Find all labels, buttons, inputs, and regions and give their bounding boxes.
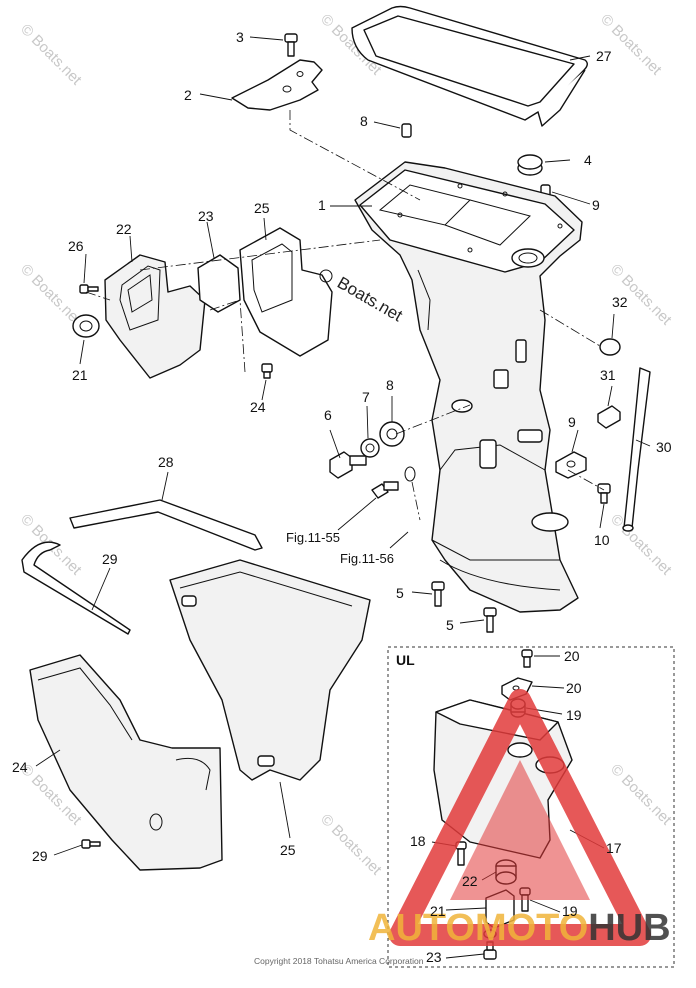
callout-5-lower: 5 [446,617,454,633]
washer-part-7 [360,438,380,458]
callout-20-right: 19 [562,903,578,919]
callout-10: 9 [568,414,576,430]
callout-3: 3 [236,29,244,45]
callout-29-lower: 29 [102,551,118,567]
mount-rubber-part-4 [517,154,543,176]
callout-7: 7 [362,389,370,405]
callout-4: 4 [584,152,592,168]
logo-text: AUTOMOTOHUB [368,907,671,949]
washer-part-8 [379,421,405,447]
plate-part-16 [239,227,333,357]
logo-triangle [389,689,651,946]
bolt-part-3 [284,33,298,57]
callout-5-upper: 5 [396,585,404,601]
bolt-part-15 [261,363,273,379]
bracket-part-2 [231,59,323,111]
callout-labels: 3 2 27 8 4 9 1 23 25 22 26 21 24 6 7 8 9… [12,29,672,965]
callout-27: 24 [12,759,28,775]
hose-part-31 [622,367,651,532]
leader-lines [35,36,651,856]
callout-32: 31 [600,367,616,383]
washer-part-12 [72,314,100,338]
callout-24: 21 [430,903,446,919]
logo-triangle-inner [450,760,590,900]
watermark-text: © Boats.net [17,261,85,329]
logo-text-hub: HUB [588,907,670,949]
copyright-text: Copyright 2018 Tohatsu America Corporati… [254,956,424,966]
grommet-part-32 [597,405,621,429]
callout-9-upper: 8 [360,113,368,129]
callout-25: 22 [462,873,478,889]
center-watermark: Boats.net [334,273,406,326]
connection-lines [85,110,605,491]
drive-shaft-housing-part-1 [354,161,583,613]
callout-21: 19 [566,707,582,723]
logo-text-auto: AUTO [368,907,475,949]
seal-part-29-upper [69,499,263,551]
inset-ul-label: UL [396,652,415,668]
gasket-part-18 [351,5,588,127]
callout-22: 20 [566,680,582,696]
callout-29-upper: 28 [158,454,174,470]
callout-13: 22 [116,221,132,237]
callout-16: 25 [254,200,270,216]
watermark-text: © Boats.net [597,11,665,79]
figure-ref-11-56: Fig.11-56 [340,551,394,566]
watermark-text: © Boats.net [317,811,385,879]
callout-2: 2 [184,87,192,103]
callout-15: 24 [250,399,266,415]
callout-23: 20 [564,648,580,664]
logo-text-moto: MOTO [475,907,588,949]
callout-28: 25 [280,842,296,858]
lower-cover-part-28 [169,559,371,781]
grommet-part-33 [599,338,621,356]
callout-18: 27 [596,48,612,64]
callout-9-lower: 9 [592,197,600,213]
callout-31: 30 [656,439,672,455]
callout-6: 6 [324,407,332,423]
bolt-fig-11-55 [371,481,399,499]
watermark-text: © Boats.net [607,761,675,829]
bolt-part-6 [329,451,367,479]
callout-19: 17 [606,840,622,856]
callout-33: 32 [612,294,628,310]
watermark-text: © Boats.net [607,511,675,579]
callout-12: 21 [72,367,88,383]
automotohub-logo: AUTOMOTOHUB [368,689,671,949]
gasket-part-14 [197,254,241,313]
seal-part-29-lower [21,541,131,635]
screw-part-30 [81,839,101,849]
callout-20-left: 18 [410,833,426,849]
bolt-part-17 [79,284,99,294]
bolt-part-5-lower [483,607,497,633]
clip-fig-11-56 [404,466,421,521]
clamp-part-10 [555,451,587,479]
callout-8: 8 [386,377,394,393]
callout-17: 26 [68,238,84,254]
figure-ref-11-55: Fig.11-55 [286,530,340,545]
bolt-part-5-upper [431,581,445,607]
watermark-text: © Boats.net [17,21,85,89]
pin-part-9-upper [401,123,412,138]
callout-1: 1 [318,197,326,213]
bolt-part-11 [597,483,611,504]
cover-part-13 [104,254,206,379]
lower-cover-part-27 [29,654,223,871]
callout-14: 23 [198,208,214,224]
callout-26: 23 [426,949,442,965]
callout-11: 10 [594,532,610,548]
callout-30: 29 [32,848,48,864]
